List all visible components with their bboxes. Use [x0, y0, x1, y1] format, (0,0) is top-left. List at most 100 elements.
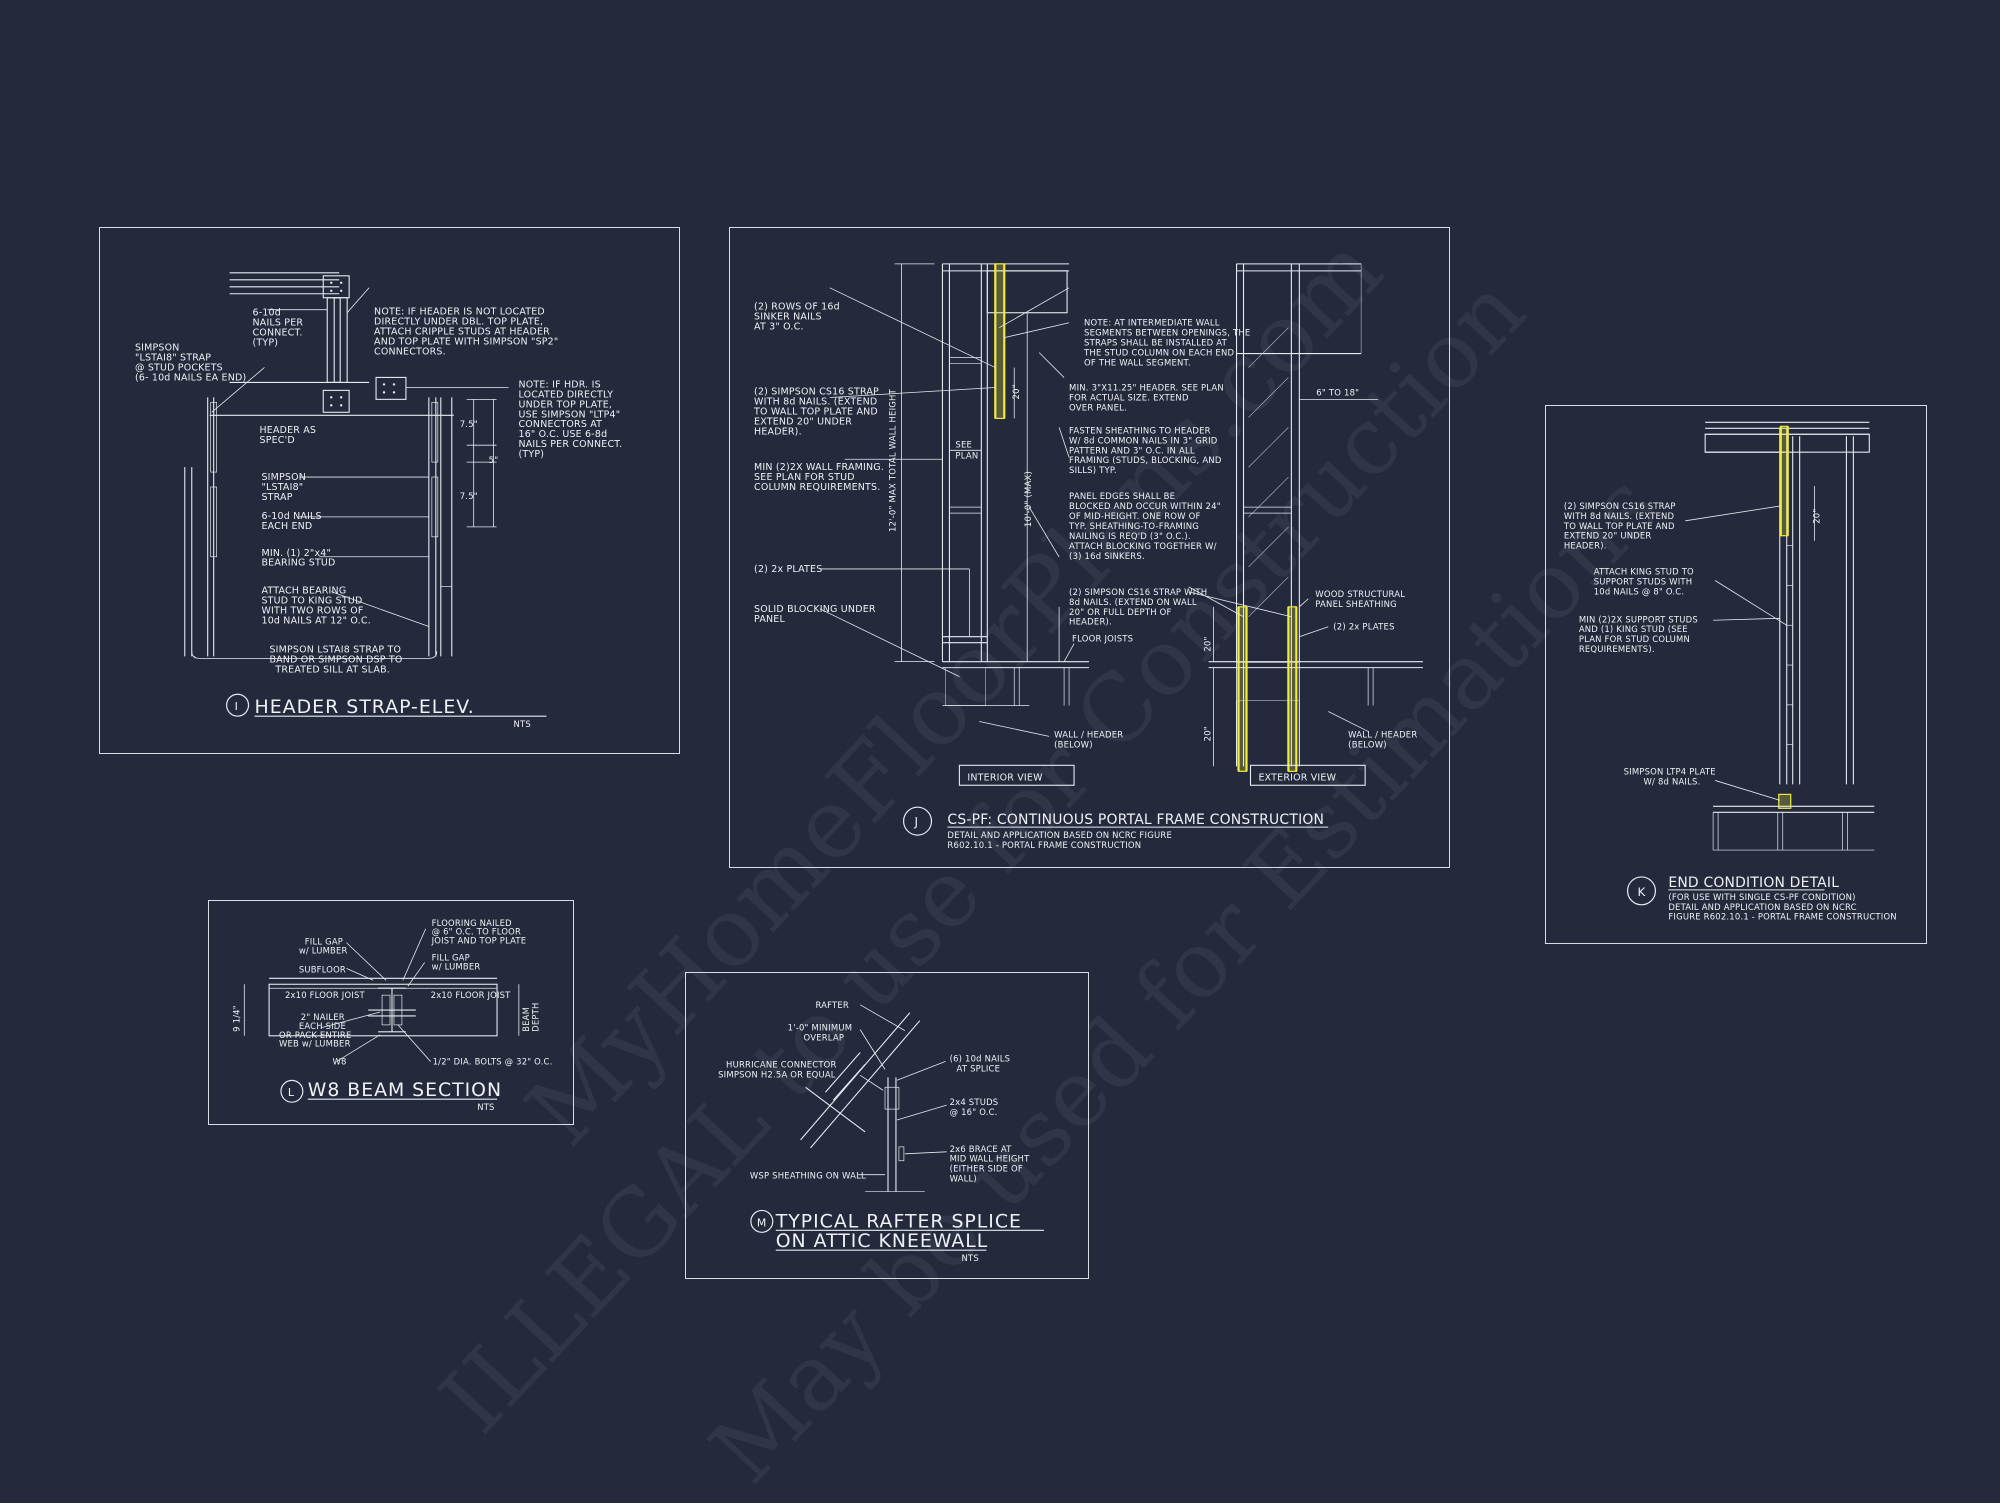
detail-j-note-plates-right: (2) 2x PLATES: [1333, 622, 1394, 632]
detail-i-note-simpson-band: SIMPSON LSTAI8 STRAP TO BAND OR SIMPSON …: [269, 644, 402, 675]
detail-i-drawing: 7.5" 5" 7.5" 6-10d NAILS PER CONNECT. (T…: [135, 272, 622, 729]
svg-text:MIN (2)2X WALL FRAMING.: MIN (2)2X WALL FRAMING.: [754, 462, 884, 473]
svg-text:SIMPSON: SIMPSON: [135, 343, 180, 354]
detail-j-dim-20a: 20": [1203, 636, 1213, 651]
detail-j-see-plan-1: SEE: [955, 439, 972, 449]
detail-j-note-min-header: MIN. 3"X11.25" HEADER. SEE PLAN FOR ACTU…: [1069, 382, 1224, 412]
detail-k-subtitle-2: DETAIL AND APPLICATION BASED ON NCRC: [1668, 902, 1856, 912]
detail-l-dim: 9 1/4": [231, 1005, 241, 1032]
detail-m-rafter-splice-panel: RAFTER 1'-0" MINIMUM OVERLAP HURRICANE C…: [685, 972, 1089, 1279]
svg-text:AND TOP PLATE WITH SIMPSON "SP: AND TOP PLATE WITH SIMPSON "SP2": [374, 337, 558, 348]
detail-j-note-blocking: SOLID BLOCKING UNDER PANEL: [754, 604, 876, 625]
svg-text:HEADER).: HEADER).: [754, 426, 802, 437]
svg-text:SOLID BLOCKING UNDER: SOLID BLOCKING UNDER: [754, 604, 876, 615]
svg-text:(TYP): (TYP): [519, 449, 545, 460]
detail-i-note-nails-each-end: 6-10d NAILS EACH END: [261, 511, 321, 532]
svg-text:PATTERN AND 3" O.C. IN ALL: PATTERN AND 3" O.C. IN ALL: [1069, 445, 1195, 455]
detail-k-subtitle-3: FIGURE R602.10.1 - PORTAL FRAME CONSTRUC…: [1668, 912, 1896, 922]
detail-k-drawing: 20" (2) SIMPSON CS16 STRAP WITH 8d NAILS…: [1563, 421, 1897, 922]
svg-text:2x4 STUDS: 2x4 STUDS: [950, 1097, 999, 1107]
svg-text:(2) SIMPSON CS16 STRAP: (2) SIMPSON CS16 STRAP: [1564, 501, 1676, 511]
detail-i-note-simpson-strap: SIMPSON "LSTAI8" STRAP: [261, 472, 305, 503]
detail-l-note-subfloor: SUBFLOOR: [299, 964, 346, 974]
svg-text:10d NAILS @ 8" O.C.: 10d NAILS @ 8" O.C.: [1594, 586, 1684, 596]
svg-text:HEADER).: HEADER).: [1069, 617, 1112, 627]
detail-l-drawing: 9 1/4" BEAM DEPTH FLOORING NAILED @ 6" O…: [231, 918, 552, 1112]
detail-k-title: END CONDITION DETAIL: [1668, 875, 1839, 891]
svg-text:TREATED SILL AT SLAB.: TREATED SILL AT SLAB.: [274, 664, 390, 675]
svg-text:ATTACH KING STUD TO: ATTACH KING STUD TO: [1594, 567, 1694, 577]
svg-text:AND (1) KING STUD (SEE: AND (1) KING STUD (SEE: [1579, 624, 1688, 634]
svg-text:OVER PANEL.: OVER PANEL.: [1069, 402, 1127, 412]
svg-text:@ 6" O.C. TO FLOOR: @ 6" O.C. TO FLOOR: [432, 927, 521, 937]
detail-m-drawing: RAFTER 1'-0" MINIMUM OVERLAP HURRICANE C…: [718, 1000, 1044, 1263]
detail-j-note-intermediate: NOTE: AT INTERMEDIATE WALL SEGMENTS BETW…: [1083, 318, 1250, 368]
svg-text:NOTE: AT INTERMEDIATE WALL: NOTE: AT INTERMEDIATE WALL: [1084, 318, 1220, 328]
detail-l-bubble: [280, 1079, 304, 1103]
detail-k-end-condition-panel: 20" (2) SIMPSON CS16 STRAP WITH 8d NAILS…: [1545, 405, 1927, 944]
svg-text:HEADER).: HEADER).: [1564, 541, 1607, 551]
detail-l-scale: NTS: [477, 1102, 494, 1112]
svg-text:TYP. SHEATHING-TO-FRAMING: TYP. SHEATHING-TO-FRAMING: [1068, 521, 1199, 531]
svg-text:WEB w/ LUMBER: WEB w/ LUMBER: [279, 1039, 351, 1049]
svg-text:(EITHER SIDE OF: (EITHER SIDE OF: [950, 1164, 1023, 1174]
detail-k-bubble: [1626, 876, 1657, 906]
svg-text:FLOORING NAILED: FLOORING NAILED: [432, 918, 512, 928]
svg-text:(2) ROWS OF 16d: (2) ROWS OF 16d: [754, 302, 840, 313]
detail-j-interior-view-box: [958, 764, 1075, 786]
detail-j-dim-20b: 20": [1203, 726, 1213, 741]
svg-text:PANEL: PANEL: [754, 614, 785, 625]
detail-l-beam-section-panel: 9 1/4" BEAM DEPTH FLOORING NAILED @ 6" O…: [208, 900, 574, 1125]
svg-text:AT 3" O.C.: AT 3" O.C.: [754, 322, 804, 333]
detail-j-exterior-view-box: [1249, 764, 1366, 786]
detail-j-note-cs16-right: (2) SIMPSON CS16 STRAP WITH 8d NAILS. (E…: [1069, 587, 1207, 627]
detail-j-max-height: 12'-0" MAX TOTAL WALL HEIGHT: [888, 388, 898, 532]
svg-text:SEE PLAN FOR STUD: SEE PLAN FOR STUD: [754, 472, 855, 483]
svg-text:CONNECTORS AT: CONNECTORS AT: [519, 419, 603, 430]
detail-l-note-w8: W8: [333, 1057, 347, 1067]
svg-text:SINKER NAILS: SINKER NAILS: [754, 312, 822, 323]
svg-text:SIMPSON H2.5A OR EQUAL: SIMPSON H2.5A OR EQUAL: [718, 1069, 836, 1079]
svg-text:WITH TWO ROWS OF: WITH TWO ROWS OF: [261, 606, 363, 617]
detail-j-note-floor-joists: FLOOR JOISTS: [1072, 634, 1133, 644]
detail-i-dim-b: 5": [489, 455, 499, 465]
detail-j-exterior-view-label: EXTERIOR VIEW: [1258, 772, 1336, 783]
detail-i-note-attach-bearing: ATTACH BEARING STUD TO KING STUD WITH TW…: [261, 586, 370, 627]
svg-text:HURRICANE CONNECTOR: HURRICANE CONNECTOR: [726, 1059, 837, 1069]
svg-text:(6- 10d NAILS EA END): (6- 10d NAILS EA END): [135, 372, 246, 383]
svg-text:w/ LUMBER: w/ LUMBER: [299, 946, 348, 956]
detail-m-note-splice-nails: (6) 10d NAILS AT SPLICE: [950, 1053, 1010, 1073]
svg-text:USE SIMPSON "LTP4": USE SIMPSON "LTP4": [519, 409, 621, 420]
svg-text:w/ LUMBER: w/ LUMBER: [432, 961, 481, 971]
svg-text:AT SPLICE: AT SPLICE: [957, 1063, 1001, 1073]
detail-j-dim-20: 20": [1011, 384, 1021, 399]
detail-m-note-hurricane: HURRICANE CONNECTOR SIMPSON H2.5A OR EQU…: [718, 1059, 836, 1079]
detail-i-note-bearing-stud: MIN. (1) 2"x4" BEARING STUD: [261, 548, 335, 569]
detail-j-see-plan-2: PLAN: [955, 450, 978, 460]
svg-text:SPEC'D: SPEC'D: [259, 435, 294, 446]
detail-l-note-nailer: 2" NAILER EACH SIDE OR PACK ENTIRE WEB w…: [279, 1012, 351, 1049]
detail-j-subtitle-2: R602.10.1 - PORTAL FRAME CONSTRUCTION: [947, 840, 1141, 850]
detail-j-note-wall-header-left: WALL / HEADER (BELOW): [1054, 729, 1123, 749]
svg-text:(BELOW): (BELOW): [1348, 739, 1387, 749]
svg-text:WOOD STRUCTURAL: WOOD STRUCTURAL: [1315, 589, 1405, 599]
svg-text:WALL / HEADER: WALL / HEADER: [1054, 729, 1123, 739]
svg-text:OF MID-HEIGHT. ONE ROW OF: OF MID-HEIGHT. ONE ROW OF: [1069, 511, 1201, 521]
svg-text:ATTACH BEARING: ATTACH BEARING: [261, 586, 346, 597]
svg-text:FRAMING (STUDS, BLOCKING, AND: FRAMING (STUDS, BLOCKING, AND: [1069, 455, 1222, 465]
detail-j-note-panel-edges: PANEL EDGES SHALL BE BLOCKED AND OCCUR W…: [1068, 491, 1221, 561]
detail-m-title-2: ON ATTIC KNEEWALL: [776, 1230, 989, 1252]
svg-text:PANEL EDGES SHALL BE: PANEL EDGES SHALL BE: [1069, 491, 1175, 501]
svg-text:(TYP): (TYP): [253, 338, 279, 349]
detail-j-note-min-framing: MIN (2)2X WALL FRAMING. SEE PLAN FOR STU…: [754, 462, 884, 493]
svg-text:"LSTAI8": "LSTAI8": [261, 482, 303, 493]
svg-text:UNDER TOP PLATE,: UNDER TOP PLATE,: [519, 399, 613, 410]
svg-text:MID WALL HEIGHT: MID WALL HEIGHT: [950, 1154, 1031, 1164]
svg-text:CONNECTORS.: CONNECTORS.: [374, 347, 446, 358]
svg-text:2" NAILER: 2" NAILER: [301, 1012, 345, 1022]
svg-text:16" O.C. USE 6-8d: 16" O.C. USE 6-8d: [519, 429, 608, 440]
svg-text:FILL GAP: FILL GAP: [305, 937, 343, 947]
detail-l-beam-depth-1: BEAM: [521, 1007, 531, 1032]
svg-text:EXTEND 20" UNDER: EXTEND 20" UNDER: [754, 416, 852, 427]
detail-m-note-overlap: 1'-0" MINIMUM OVERLAP: [788, 1023, 852, 1043]
